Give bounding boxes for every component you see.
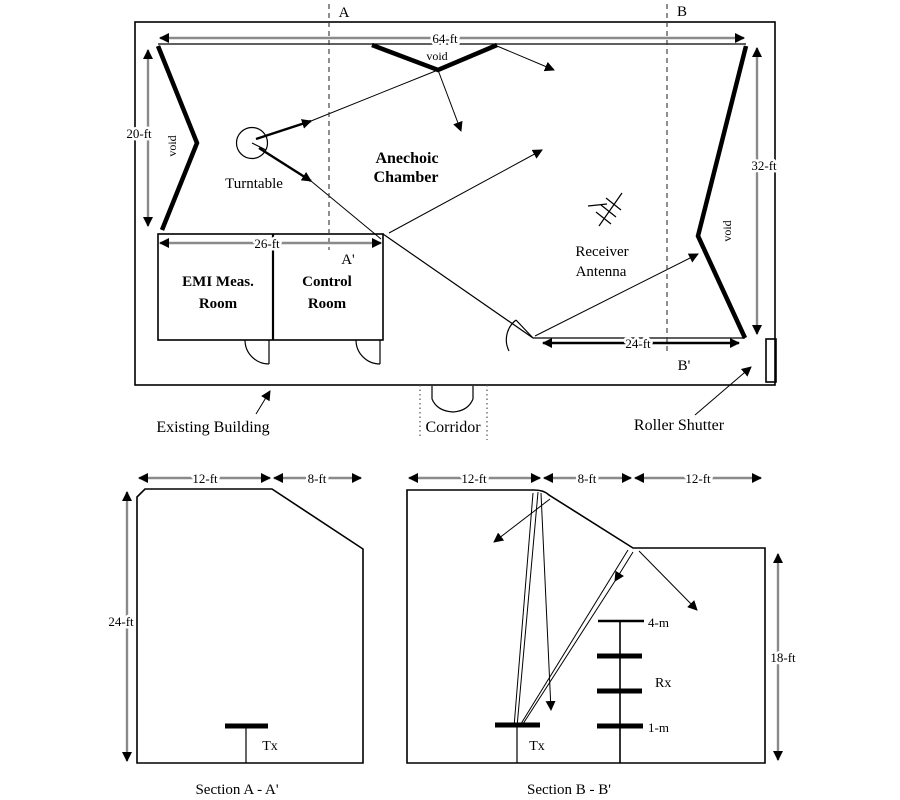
- cut-a-prime-label: A': [341, 252, 355, 268]
- roller-shutter-rect: [765, 338, 777, 383]
- control-room-label-2: Room: [308, 296, 347, 312]
- section-a-tx-label: Tx: [262, 739, 278, 754]
- chamber-door: [505, 319, 534, 352]
- cut-line-a: A A': [328, 4, 355, 268]
- section-a-dim-12ft: 12-ft: [192, 471, 218, 486]
- section-a-tx-antenna: Tx: [225, 723, 278, 763]
- void-wall-left: [155, 45, 200, 231]
- existing-building-callout: Existing Building: [156, 390, 271, 436]
- door-control-room: [355, 339, 381, 365]
- section-b-1m-label: 1-m: [648, 720, 669, 735]
- corridor-doors: [419, 385, 488, 440]
- door-emi-room: [244, 339, 270, 365]
- section-b-rx-mast: 4-m Rx 1-m: [597, 615, 671, 763]
- section-a-caption: Section A - A': [195, 782, 278, 798]
- cut-line-b: B B': [666, 4, 691, 374]
- section-a-dim-8ft: 8-ft: [308, 471, 327, 486]
- section-b-dim-18ft: 18-ft: [770, 650, 796, 665]
- anechoic-chamber-label-1: Anechoic: [375, 150, 438, 167]
- section-b-tx-antenna: Tx: [495, 722, 545, 763]
- section-b-rays: [493, 491, 698, 728]
- cut-b-label: B: [677, 4, 687, 20]
- receiver-antenna-icon: [587, 192, 623, 227]
- existing-building-label: Existing Building: [156, 419, 269, 436]
- plan-dimensions: 64-ft 20-ft 32-ft 26-ft 24-ft: [124, 29, 780, 354]
- control-room-label-1: Control: [302, 274, 352, 290]
- section-a-outline: [136, 488, 364, 764]
- cut-a-label: A: [339, 5, 350, 21]
- receiver-antenna-label-1: Receiver: [575, 244, 628, 260]
- dim-24ft: 24-ft: [625, 336, 651, 351]
- section-b-view: 12-ft 8-ft 12-ft 18-ft Tx: [406, 469, 799, 798]
- anechoic-chamber-label-2: Chamber: [374, 169, 439, 186]
- emi-room-label-1: EMI Meas.: [182, 274, 254, 290]
- roller-shutter-label: Roller Shutter: [634, 417, 725, 434]
- emi-room-label-2: Room: [199, 296, 238, 312]
- section-b-tx-label: Tx: [529, 739, 545, 754]
- section-a-dimensions: 12-ft 8-ft 24-ft: [106, 469, 362, 762]
- plan-view: void void void: [124, 4, 780, 440]
- dim-26ft: 26-ft: [254, 236, 280, 251]
- section-a-dim-24ft: 24-ft: [108, 614, 134, 629]
- roller-shutter-callout: Roller Shutter: [634, 366, 752, 434]
- existing-building-outline: [134, 21, 776, 386]
- void-right-label: void: [720, 220, 734, 241]
- void-left-label: void: [165, 135, 179, 156]
- receiver-antenna-label-2: Antenna: [576, 264, 627, 280]
- turntable-label: Turntable: [225, 176, 283, 192]
- section-b-dim-12ft-right: 12-ft: [685, 471, 711, 486]
- section-b-outline: [406, 489, 766, 764]
- cut-b-prime-label: B': [678, 358, 691, 374]
- section-b-4m-label: 4-m: [648, 615, 669, 630]
- corridor-label: Corridor: [425, 419, 481, 436]
- signal-rays: [255, 45, 699, 337]
- section-b-dim-8ft: 8-ft: [578, 471, 597, 486]
- dim-64ft: 64-ft: [432, 31, 458, 46]
- section-b-caption: Section B - B': [527, 782, 611, 798]
- rooms: [157, 233, 384, 365]
- section-a-view: 12-ft 8-ft 24-ft Tx Section A - A': [106, 469, 364, 798]
- section-b-rx-label: Rx: [655, 676, 671, 691]
- void-wall-right: [695, 45, 749, 339]
- dim-32ft: 32-ft: [751, 158, 777, 173]
- section-b-dimensions: 12-ft 8-ft 12-ft 18-ft: [408, 469, 799, 761]
- section-b-dim-12ft-left: 12-ft: [461, 471, 487, 486]
- void-top-label: void: [426, 49, 447, 63]
- dim-20ft: 20-ft: [126, 126, 152, 141]
- turntable-icon: [235, 126, 269, 160]
